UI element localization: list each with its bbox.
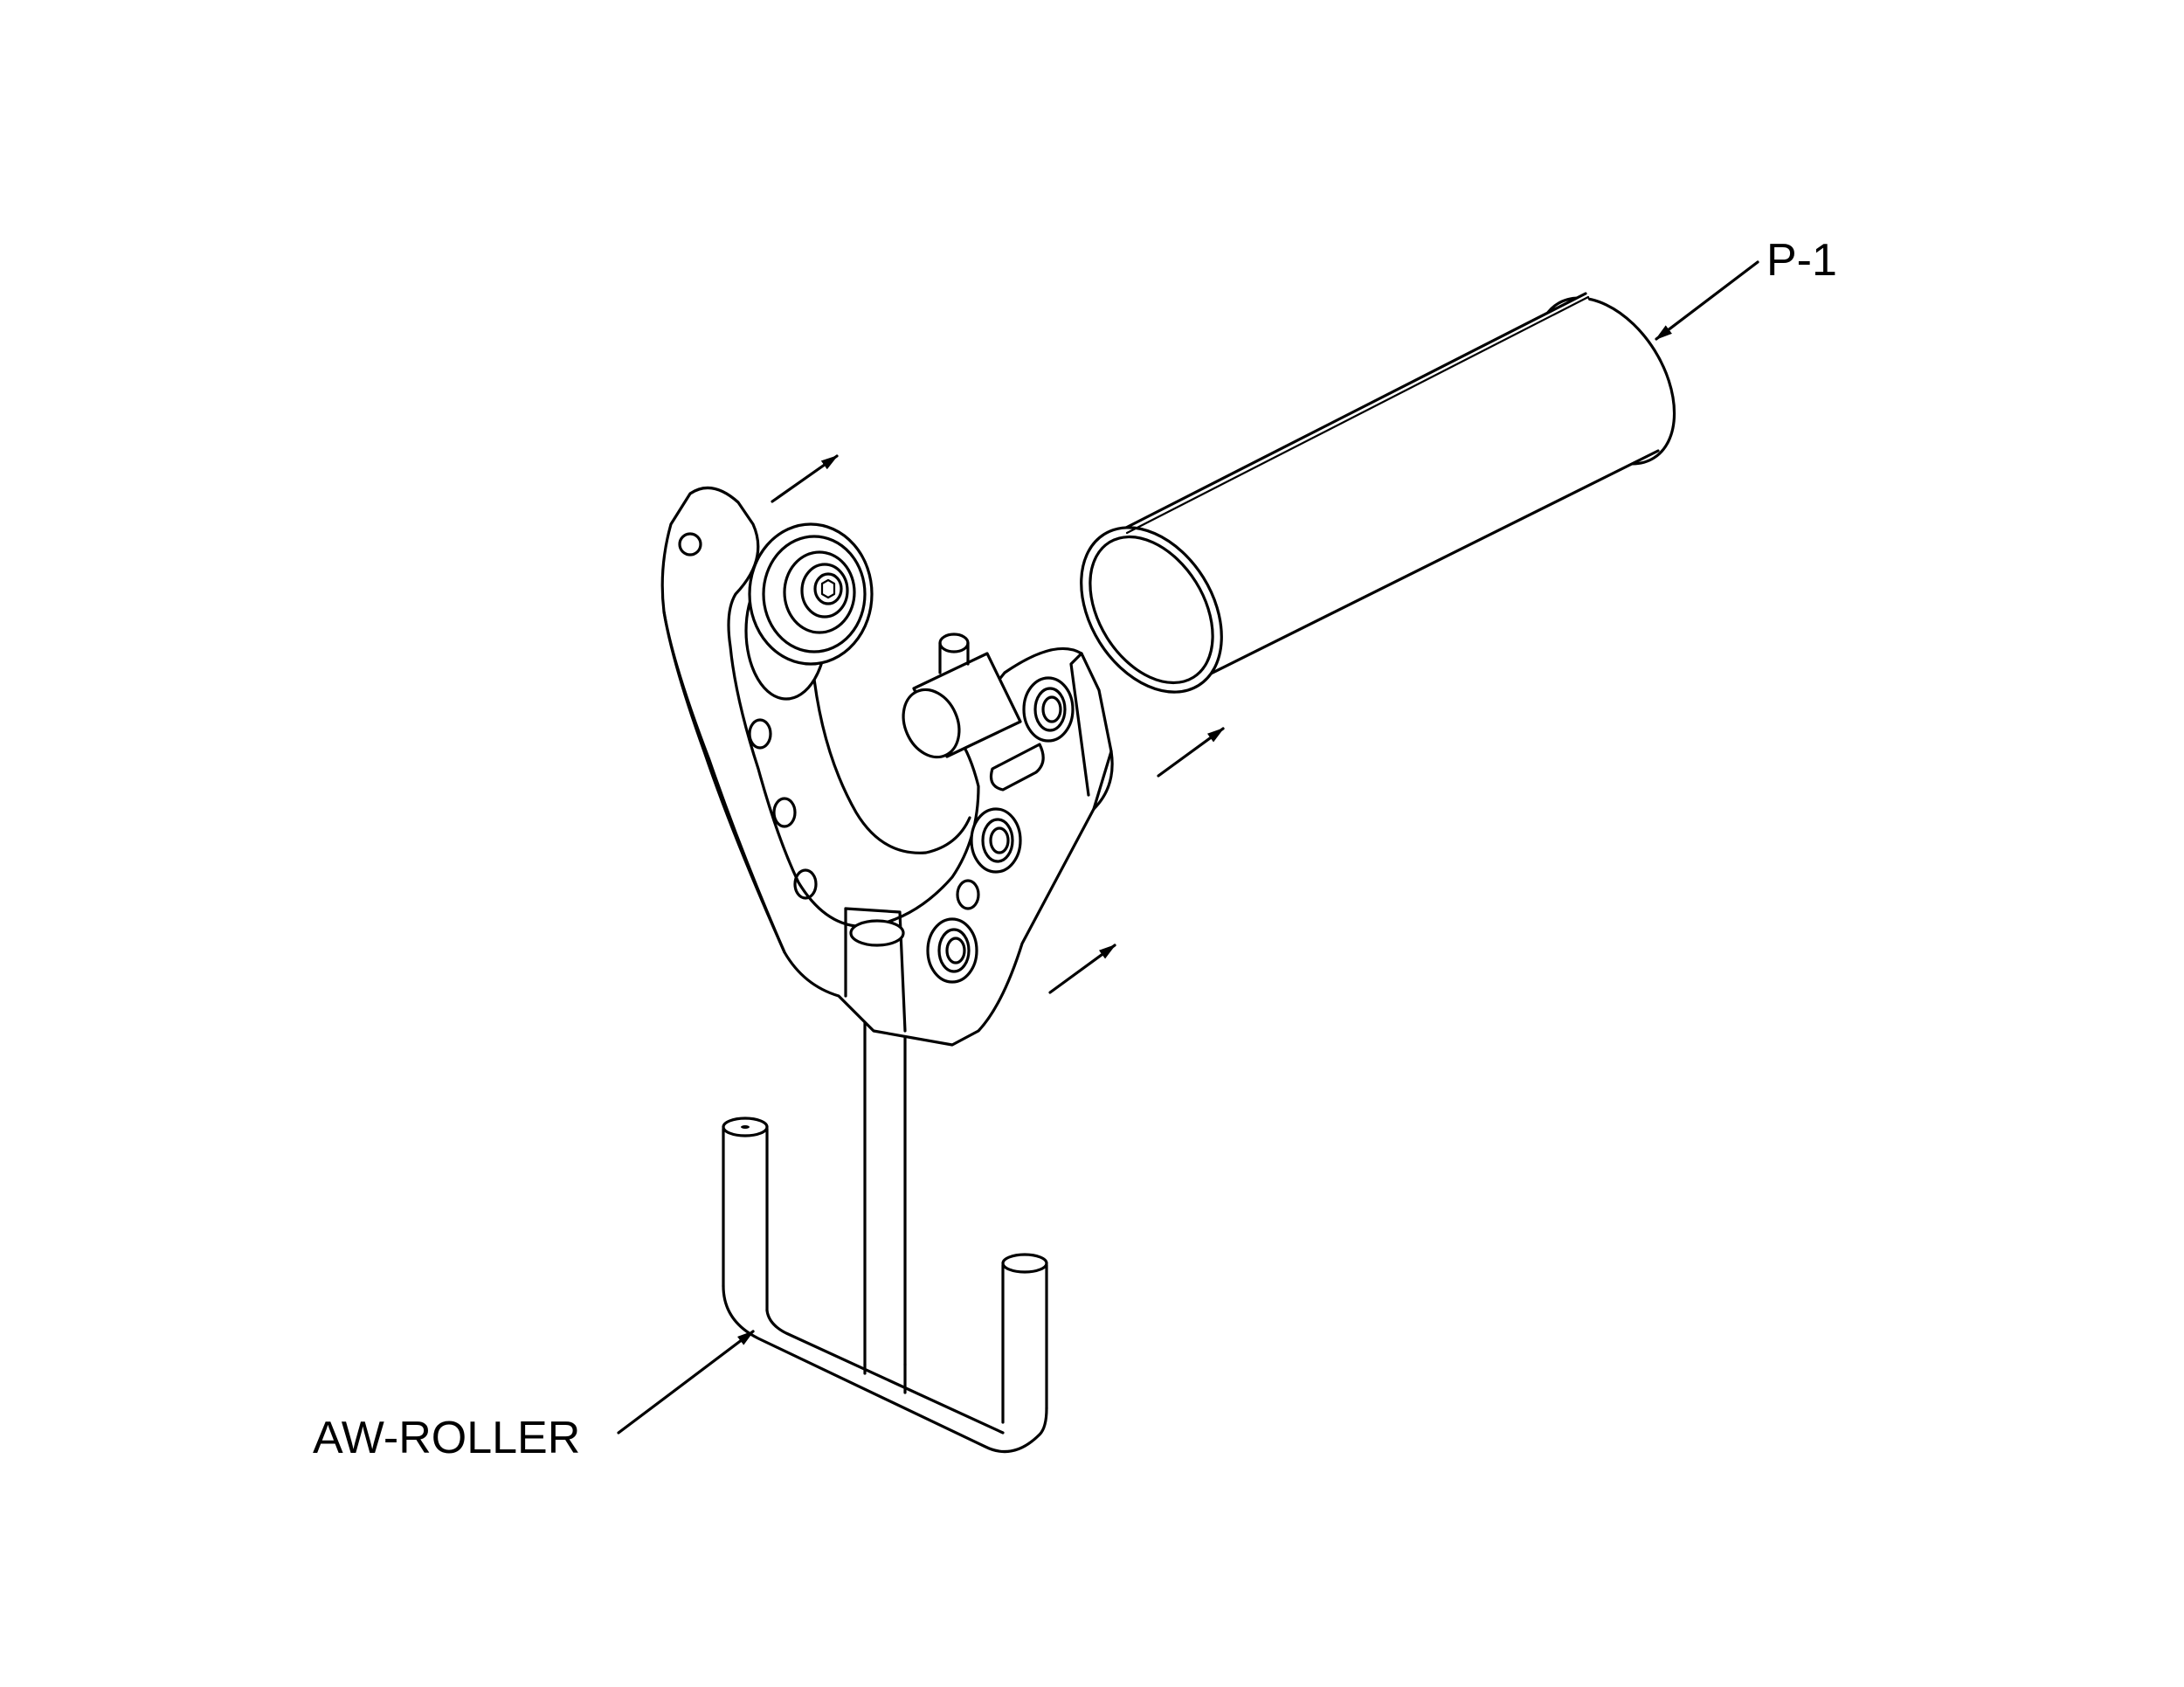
motion-arrows [771,454,1225,994]
leader-aw-roller [617,1330,755,1435]
roller-wheel [744,522,874,701]
callout-p1: P-1 [1766,235,1837,286]
motion-arrow-top [771,454,839,503]
leader-p1 [1655,260,1759,341]
bolt-boss-lower [926,917,978,984]
callout-aw-roller: AW-ROLLER [313,1413,581,1463]
roller-bracket [660,486,1114,1047]
roller-stand [722,1020,1048,1454]
motion-arrow-middle [1157,727,1225,778]
bolt-boss-middle [970,807,1022,874]
guide-roller [902,633,1045,792]
motion-arrow-bottom [1048,944,1116,994]
bolt-boss-upper [1022,676,1075,743]
pipe-p1 [1080,292,1676,694]
